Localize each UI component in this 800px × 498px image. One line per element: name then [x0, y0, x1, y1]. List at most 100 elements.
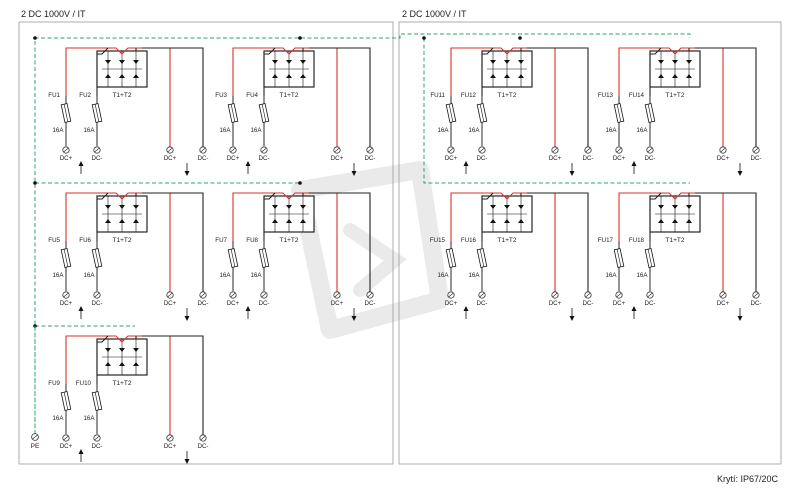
- fuse-rating-label: 16A: [636, 127, 648, 134]
- terminal-slash: [448, 292, 454, 298]
- terminal-slash: [167, 435, 173, 441]
- fuse-rating-label: 16A: [605, 272, 617, 279]
- terminal-slash: [200, 435, 206, 441]
- spd-arrow-up: [286, 74, 292, 78]
- fuse-element: [616, 249, 622, 267]
- spd-type-label: T1+T2: [113, 380, 132, 387]
- junction-dot: [298, 36, 302, 40]
- spd-arrow-up: [272, 74, 278, 78]
- spd-arrow-up: [105, 219, 111, 223]
- dc-plus-label: DC+: [164, 300, 177, 307]
- fuse-rating-label: 16A: [605, 127, 617, 134]
- spd-arrow-up: [686, 74, 692, 78]
- earth-wire-main: [34, 33, 691, 435]
- spd-arrow-up: [133, 219, 139, 223]
- panel-frames: [18, 21, 782, 465]
- spd-arrow-up: [658, 219, 664, 223]
- spd-arrow-up: [504, 74, 510, 78]
- terminal-slash: [63, 435, 69, 441]
- spd-type-label: T1+T2: [113, 237, 132, 244]
- spd-arrow-down: [518, 205, 524, 209]
- fuse-rating-label: 16A: [468, 272, 480, 279]
- fuse-element: [261, 249, 267, 267]
- terminal-slash: [753, 292, 759, 298]
- fuse-label: FU16: [461, 237, 477, 244]
- dc-plus-label: DC+: [613, 155, 626, 162]
- spd-arrow-up: [490, 74, 496, 78]
- spd-arrow-up: [119, 219, 125, 223]
- dc-minus-label: DC-: [751, 300, 762, 307]
- arrow-out-head: [184, 171, 190, 176]
- terminal-slash: [616, 292, 622, 298]
- fuse-element: [94, 249, 100, 267]
- fuse-rating-label: 16A: [83, 127, 95, 134]
- pe-terminal-slash: [32, 434, 38, 440]
- dc-minus-label: DC-: [259, 300, 270, 307]
- negative-wire-link: [263, 47, 276, 96]
- junction-dot: [422, 36, 426, 40]
- dc-minus-label: DC-: [198, 443, 209, 450]
- fuse-element: [479, 249, 485, 267]
- spd-arrow-down: [686, 205, 692, 209]
- dc-plus-label: DC+: [60, 300, 73, 307]
- fuse-label: FU12: [461, 92, 477, 99]
- dc-plus-label: DC+: [60, 443, 73, 450]
- spd-type-label: T1+T2: [666, 237, 685, 244]
- fuse-element: [647, 249, 653, 267]
- dc-plus-label: DC+: [227, 300, 240, 307]
- dc-minus-label: DC-: [92, 443, 103, 450]
- fuse-rating-label: 16A: [437, 127, 449, 134]
- spd-arrow-up: [504, 219, 510, 223]
- spd-arrow-down: [686, 60, 692, 64]
- fuse-label: FU8: [246, 237, 258, 244]
- terminal-slash: [367, 292, 373, 298]
- dc-plus-label: DC+: [331, 155, 344, 162]
- fuse-element: [647, 104, 653, 122]
- fuse-element: [448, 104, 454, 122]
- fuse-label: FU1: [48, 92, 60, 99]
- negative-wire-top: [142, 192, 204, 295]
- spd-arrow-down: [300, 60, 306, 64]
- terminal-slash: [552, 292, 558, 298]
- terminal-slash: [552, 147, 558, 153]
- spd-arrow-down: [119, 205, 125, 209]
- negative-wire-top: [309, 192, 371, 295]
- watermark-logo: [291, 161, 449, 339]
- dc-plus-label: DC+: [717, 300, 730, 307]
- spd-arrow-down: [658, 60, 664, 64]
- terminal-slash: [720, 147, 726, 153]
- dc-plus-label: DC+: [60, 155, 73, 162]
- dc-minus-label: DC-: [92, 300, 103, 307]
- terminal-slash: [230, 292, 236, 298]
- arrow-in-head: [631, 306, 637, 311]
- fuse-rating-label: 16A: [83, 272, 95, 279]
- fuse-element: [94, 104, 100, 122]
- arrow-out-head: [569, 316, 575, 321]
- arrow-in-head: [78, 449, 84, 454]
- spd-arrow-up: [300, 74, 306, 78]
- spd-arrow-up: [105, 362, 111, 366]
- spd-arrow-down: [133, 60, 139, 64]
- fuse-label: FU14: [629, 92, 645, 99]
- spd-arrow-down: [518, 60, 524, 64]
- negative-wire-link: [96, 47, 109, 96]
- spd-arrow-down: [105, 205, 111, 209]
- dc-plus-label: DC+: [164, 155, 177, 162]
- dc-minus-label: DC-: [583, 300, 594, 307]
- fuse-label: FU2: [79, 92, 91, 99]
- arrow-out-head: [184, 316, 190, 321]
- spd-arrow-up: [686, 219, 692, 223]
- arrow-out-head: [569, 171, 575, 176]
- dc-plus-label: DC+: [717, 155, 730, 162]
- dc-plus-label: DC+: [549, 155, 562, 162]
- spd-type-label: T1+T2: [666, 92, 685, 99]
- spd-arrow-down: [672, 60, 678, 64]
- spd-arrow-down: [490, 205, 496, 209]
- negative-wire-link: [96, 192, 109, 241]
- dc-plus-label: DC+: [331, 300, 344, 307]
- arrow-in-head: [245, 161, 251, 166]
- surge-protection-units: T1+T2 FU1 16A FU2 16A DC+ DC- DC+ DC- T1+T2FU316A…: [48, 47, 762, 464]
